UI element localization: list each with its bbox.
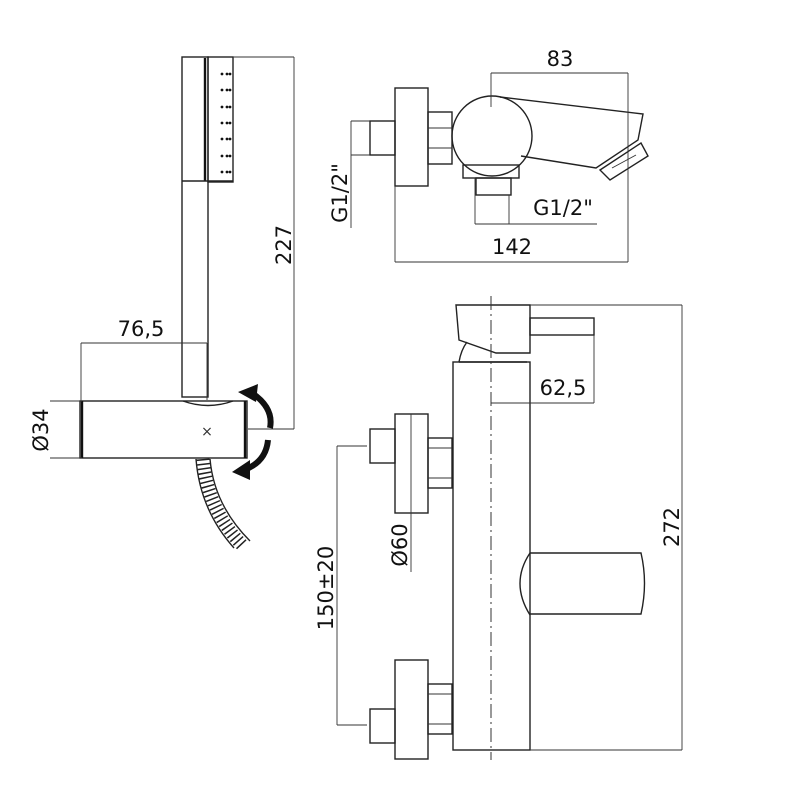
flange-upper (394, 413, 429, 514)
rotate-arrow-down-head (232, 460, 250, 480)
spout-front (530, 552, 646, 615)
pivot-mark-icon: × (201, 424, 213, 440)
shower-head-face (207, 56, 234, 183)
inlet-pipe-upper (369, 428, 396, 464)
dim-142-label: 142 (492, 235, 532, 259)
front-view: 62,5 272 Ø60 150±20 (314, 296, 684, 760)
hex-nut-upper (427, 437, 453, 489)
dim-34-label: Ø34 (29, 408, 53, 451)
dim-83-label: 83 (547, 47, 574, 71)
spout-aerator (598, 141, 649, 181)
hand-shower-view: 227 × 76,5 Ø34 (29, 56, 296, 550)
lever-arm (529, 317, 595, 336)
wall-flange-top (394, 87, 429, 187)
outlet-nut (475, 177, 512, 196)
spout-outline (499, 96, 644, 169)
shower-handle-body (181, 56, 209, 398)
dim-60-label: Ø60 (388, 523, 412, 566)
shower-hose-icon (195, 458, 251, 550)
dim-227-label: 227 (272, 225, 296, 265)
lever-cap-arc (458, 341, 468, 363)
mixer-body-round (451, 95, 533, 177)
dim-76-label: 76,5 (118, 317, 165, 341)
hex-nut-top (427, 111, 453, 165)
hex-nut-lower (427, 683, 453, 735)
inlet-pipe-left (369, 120, 396, 156)
spout-joint-arc (519, 552, 531, 616)
flange-lower (394, 659, 429, 760)
dim-g12-left-label: G1/2" (328, 163, 352, 223)
top-view: 83 G1/2" G1/2" 142 (328, 47, 649, 263)
dim-62-label: 62,5 (540, 376, 587, 400)
holder-socket-arc (182, 400, 234, 407)
holder-body (79, 400, 248, 459)
spray-nozzles-icon (220, 72, 232, 174)
dim-150-label: 150±20 (314, 546, 338, 630)
inlet-pipe-lower (369, 708, 396, 744)
dim-g12-bottom-label: G1/2" (533, 196, 593, 220)
rotate-arrow-up-head (238, 384, 258, 402)
dim-272-label: 272 (660, 507, 684, 547)
lever-block (455, 304, 531, 354)
aerator-line (611, 154, 637, 169)
